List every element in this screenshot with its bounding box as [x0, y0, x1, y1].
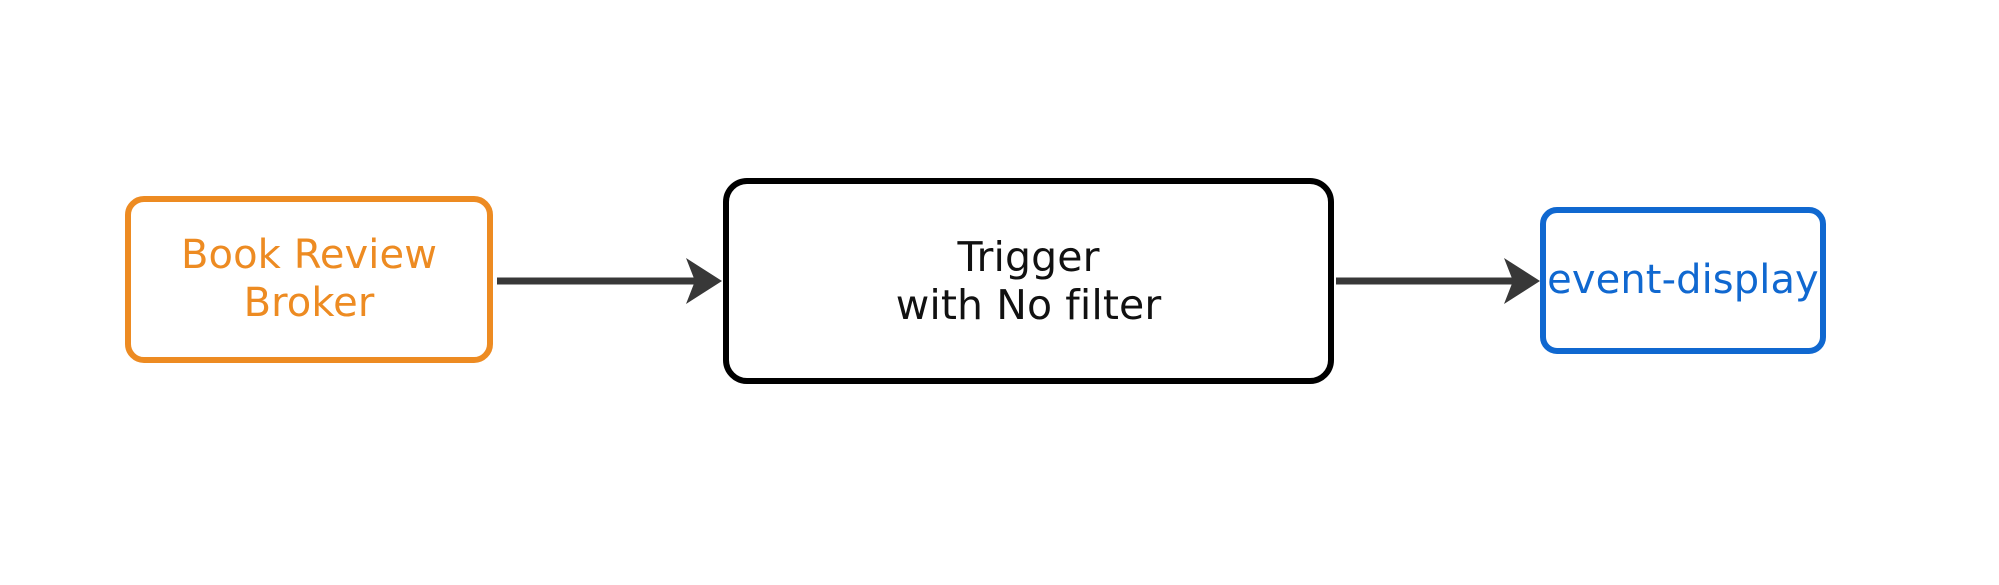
node-trigger-no-filter[interactable]: Trigger with No filter — [723, 178, 1334, 384]
node-book-review-broker-label: Book Review Broker — [180, 232, 438, 326]
node-event-display[interactable]: event-display — [1540, 207, 1826, 354]
edge-broker-to-trigger-arrowhead — [686, 258, 722, 304]
node-trigger-no-filter-label: Trigger with No filter — [895, 232, 1162, 329]
node-book-review-broker[interactable]: Book Review Broker — [125, 196, 493, 363]
node-event-display-label: event-display — [1547, 256, 1819, 303]
edge-trigger-to-sink-arrowhead — [1504, 258, 1540, 304]
